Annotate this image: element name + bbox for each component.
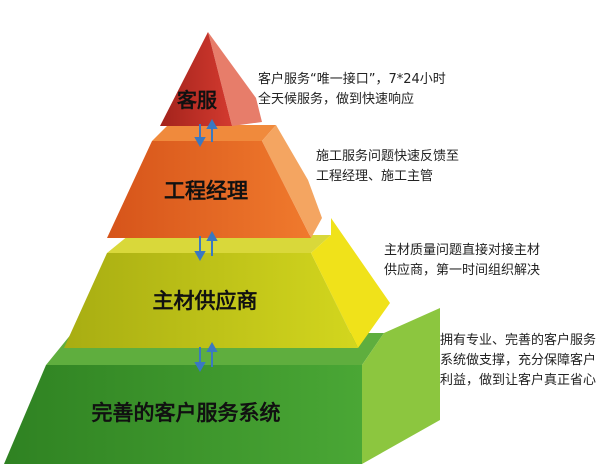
- level-base-side-face: [362, 308, 440, 464]
- level-manager-side-face: [262, 125, 322, 238]
- level-service-label: 客服: [176, 88, 218, 112]
- note-base: 拥有专业、完善的客户服务 系统做支撑，充分保障客户 利益，做到让客户真正省心: [440, 332, 596, 388]
- level-supplier-top-face: [107, 235, 331, 253]
- note-service-line-1: 客户服务“唯一接口”，7*24小时: [258, 71, 446, 87]
- level-manager-label: 工程经理: [164, 179, 248, 203]
- note-service-line-2: 全天候服务，做到快速响应: [258, 91, 414, 107]
- note-base-line-3: 利益，做到让客户真正省心: [440, 372, 596, 388]
- note-base-line-1: 拥有专业、完善的客户服务: [440, 332, 596, 348]
- level-base-front-face: [4, 365, 362, 464]
- arrow-up-icon: [206, 230, 218, 241]
- level-supplier-side-face: [311, 218, 390, 348]
- arrow-up-icon: [206, 341, 218, 352]
- level-supplier-label: 主材供应商: [153, 289, 258, 313]
- arrow-up-icon: [206, 118, 218, 129]
- pyramid-level-manager: 工程经理: [107, 125, 322, 238]
- arrow-down-icon: [194, 137, 206, 148]
- level-service-side-face: [208, 32, 262, 126]
- note-base-line-2: 系统做支撑，充分保障客户: [440, 352, 596, 368]
- note-manager-line-1: 施工服务问题快速反馈至: [316, 148, 459, 164]
- level-base-label: 完善的客户服务系统: [92, 401, 281, 425]
- connector-arrows: [194, 118, 218, 373]
- note-manager-line-2: 工程经理、施工主管: [316, 169, 433, 184]
- pyramid-level-service: 客服: [160, 32, 262, 126]
- arrow-pair-supplier-base: [194, 341, 218, 373]
- arrow-down-icon: [194, 362, 206, 373]
- note-manager: 施工服务问题快速反馈至 工程经理、施工主管: [316, 148, 459, 184]
- level-manager-top-face: [152, 125, 276, 141]
- level-manager-front-face: [107, 141, 311, 238]
- note-service: 客户服务“唯一接口”，7*24小时 全天候服务，做到快速响应: [258, 71, 446, 107]
- level-service-front-face: [160, 32, 232, 126]
- note-supplier: 主材质量问题直接对接主材 供应商，第一时间组织解决: [384, 242, 540, 278]
- arrow-pair-service-manager: [194, 118, 218, 148]
- pyramid-level-supplier: 主材供应商: [64, 218, 390, 348]
- arrow-pair-manager-supplier: [194, 230, 218, 262]
- pyramid-level-base: 完善的客户服务系统: [4, 308, 440, 464]
- arrow-down-icon: [194, 251, 206, 262]
- note-supplier-line-2: 供应商，第一时间组织解决: [384, 262, 540, 278]
- note-supplier-line-1: 主材质量问题直接对接主材: [384, 242, 540, 258]
- level-supplier-front-face: [64, 253, 358, 348]
